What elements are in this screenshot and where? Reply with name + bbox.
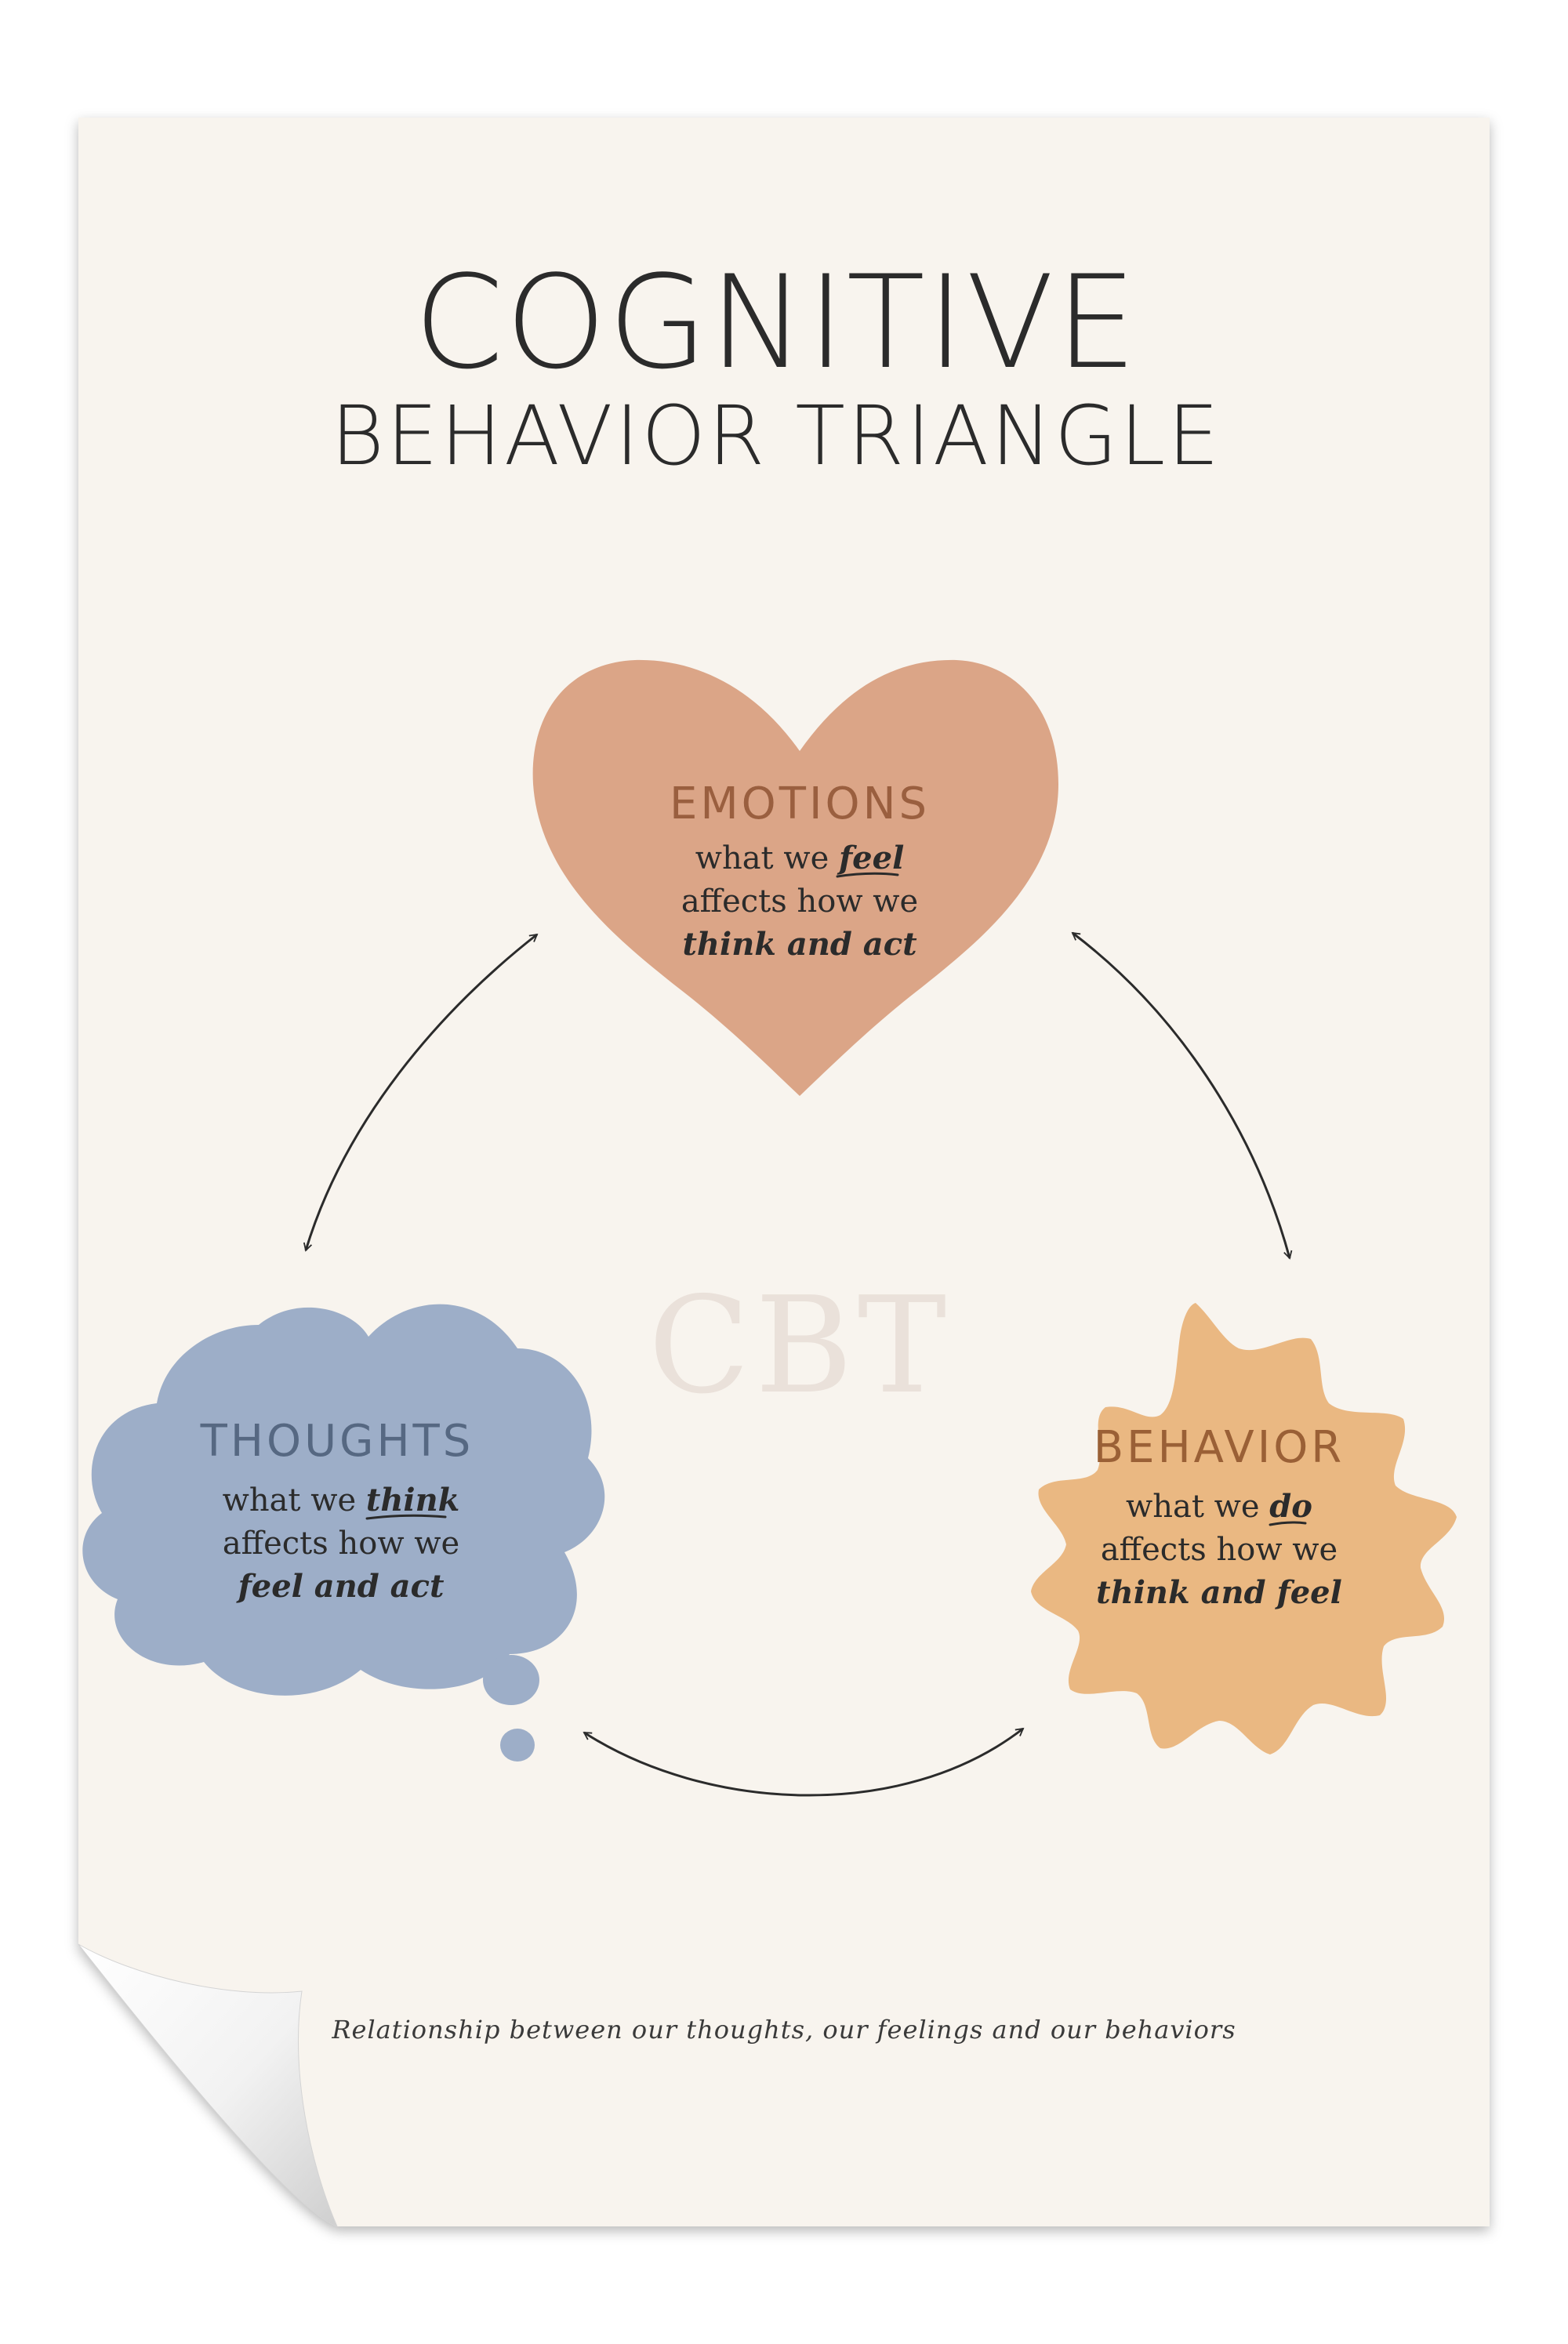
thoughts-keyword-underline [365, 1514, 447, 1520]
emotions-keyword-underline [836, 872, 899, 878]
emotions-title: EMOTIONS [670, 778, 930, 829]
emotions-line-3: think and act [682, 926, 917, 963]
paper-sheet [78, 118, 1490, 2226]
cbt-watermark: CBT [648, 1268, 951, 1424]
thought-bubble-small [500, 1729, 535, 1762]
behavior-node: BEHAVIOR what we do affects how we think… [1031, 1303, 1457, 1754]
cloud-shape [82, 1304, 605, 1696]
arrow-emotions-behavior [1071, 931, 1293, 1260]
thought-bubble-large [483, 1655, 539, 1705]
behavior-line-1: what we do [1126, 1488, 1312, 1525]
behavior-title: BEHAVIOR [1094, 1422, 1345, 1473]
burst-shape [1031, 1303, 1457, 1754]
emotions-keyword: feel [837, 840, 904, 876]
heart-shape [532, 659, 1058, 1096]
poster-caption: Relationship between our thoughts, our f… [331, 2015, 1236, 2045]
poster-title: COGNITIVE [414, 248, 1138, 397]
behavior-line-2: affects how we [1101, 1532, 1338, 1568]
poster-subtitle: BEHAVIOR TRIANGLE [331, 388, 1221, 484]
arrow-thoughts-behavior [583, 1727, 1025, 1797]
thoughts-line-2: affects how we [223, 1526, 459, 1562]
emotions-line-2: affects how we [681, 884, 918, 920]
behavior-line-3: think and feel [1096, 1574, 1342, 1611]
emotions-node: EMOTIONS what we feel affects how we thi… [532, 659, 1058, 1096]
paper-curl [78, 1943, 338, 2227]
arrow-emotions-thoughts [303, 933, 539, 1252]
behavior-keyword: do [1269, 1488, 1312, 1525]
thoughts-line-3: feel and act [236, 1568, 445, 1605]
thoughts-keyword: think [366, 1482, 460, 1519]
thoughts-node: THOUGHTS what we think affects how we fe… [82, 1304, 605, 1762]
thoughts-title: THOUGHTS [200, 1416, 474, 1467]
emotions-line-1: what we feel [695, 840, 905, 876]
thoughts-line-1: what we think [223, 1482, 460, 1519]
behavior-keyword-underline [1269, 1521, 1307, 1526]
